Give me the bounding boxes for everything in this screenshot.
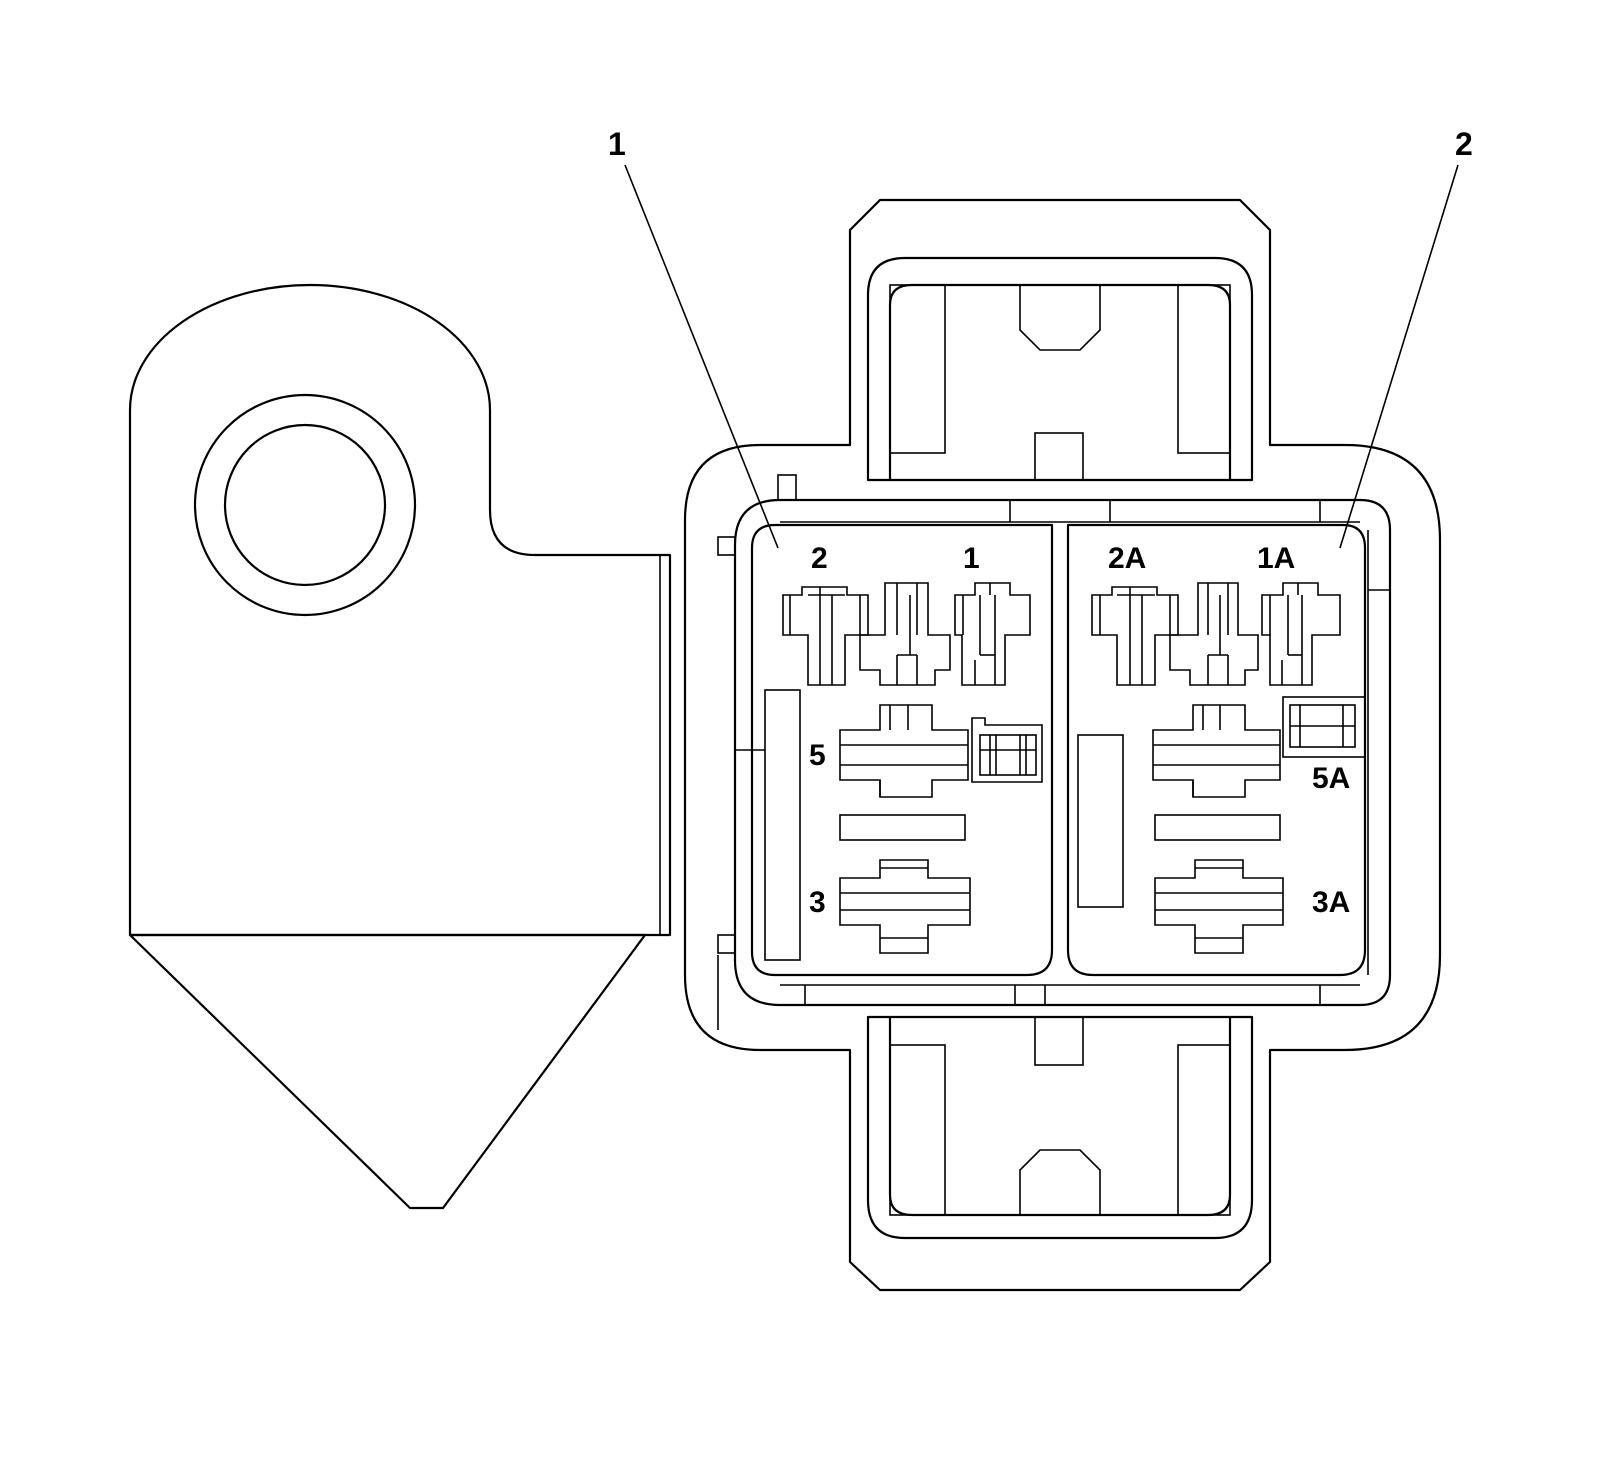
right-cavity: 2A 1A 5A 3A (1066, 523, 1367, 977)
callout-1-number: 1 (608, 126, 626, 162)
pin-label-5a: 5A (1312, 762, 1350, 795)
terminal-1a (1261, 582, 1341, 686)
mounting-bracket (128, 283, 672, 1210)
pin-label-3a: 3A (1312, 886, 1350, 919)
terminal-center-right (1169, 582, 1259, 686)
terminal-2a (1091, 586, 1179, 686)
pin-label-3: 3 (809, 886, 826, 919)
terminal-5a (1152, 704, 1281, 798)
terminal-center-left (859, 582, 951, 686)
terminal-3a (1154, 859, 1284, 954)
pin-label-2: 2 (811, 542, 828, 575)
mounting-hole-outer-ring (193, 393, 417, 617)
terminal-1 (954, 582, 1031, 686)
pin-label-1: 1 (963, 542, 980, 575)
terminal-5-lock-tab (971, 717, 1043, 783)
pin-label-1a: 1A (1257, 542, 1295, 575)
callout-2-leader (1339, 164, 1459, 549)
terminal-5 (839, 704, 969, 798)
left-side-rib (764, 689, 801, 961)
pin-label-5: 5 (809, 739, 826, 772)
connector-body (683, 198, 1442, 1292)
left-blank-slot (839, 814, 966, 841)
terminal-2 (782, 586, 869, 686)
mounting-hole (223, 423, 387, 587)
right-blank-slot (1154, 814, 1281, 841)
callout-2-number: 2 (1455, 126, 1473, 162)
callout-1-leader (624, 164, 779, 549)
terminal-5a-lock-tab (1282, 696, 1366, 758)
bottom-latch (866, 1015, 1254, 1240)
pin-label-2a: 2A (1108, 542, 1146, 575)
callout-2: 2 (1339, 126, 1473, 549)
top-latch (866, 256, 1254, 482)
right-side-rib (1077, 734, 1124, 908)
left-cavity: 2 1 5 3 (750, 523, 1054, 977)
callout-1: 1 (608, 126, 779, 549)
terminal-3 (839, 859, 971, 954)
